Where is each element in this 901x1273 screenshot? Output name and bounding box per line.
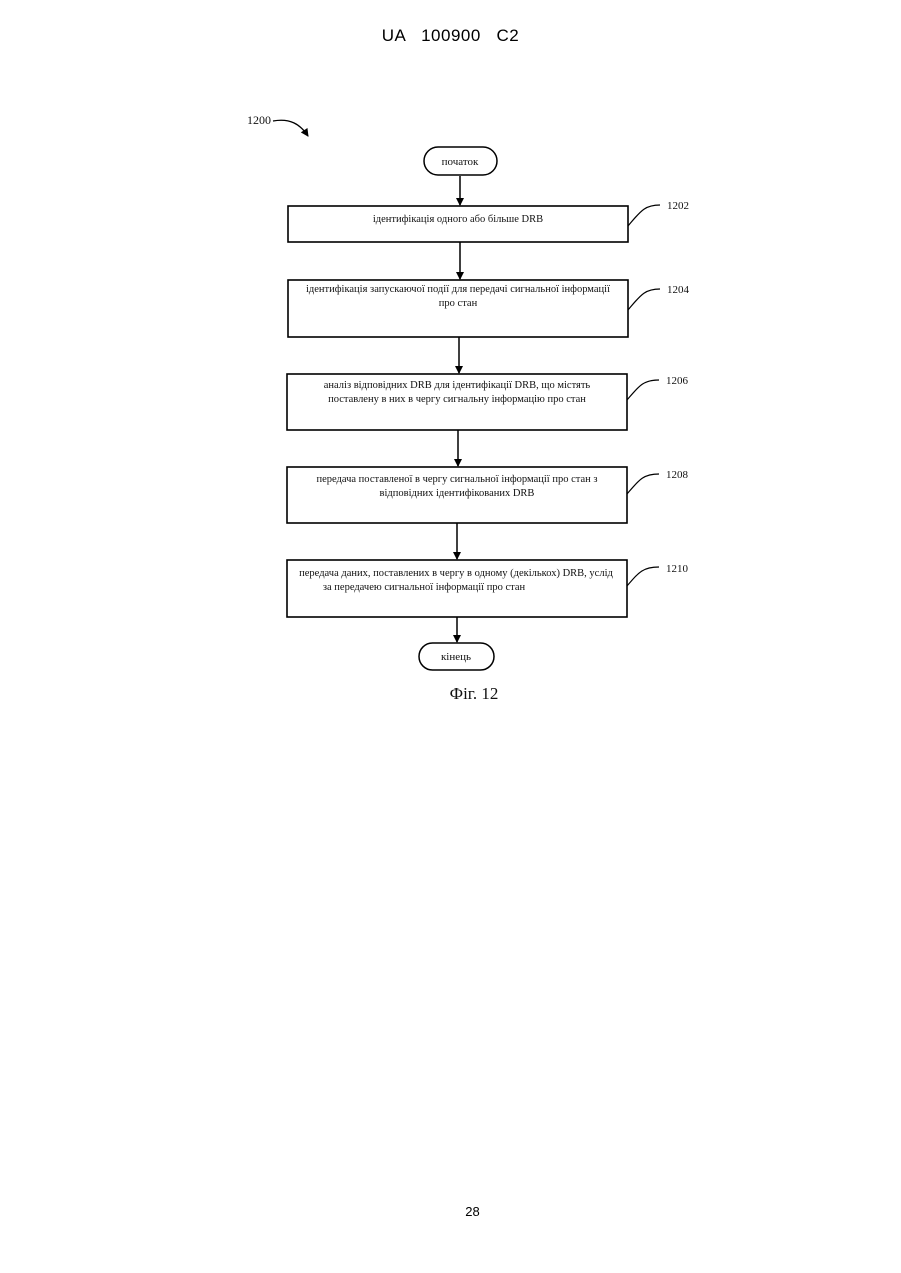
step-ref-number: 1202 (667, 200, 689, 212)
figure-caption: Фіг. 12 (450, 684, 499, 703)
process-step-1202: ідентифікація одного або більше DRB 1202 (288, 200, 689, 242)
step-text: відповідних ідентифікованих DRB (380, 488, 535, 499)
figure-ref-arrow (273, 120, 308, 136)
step-text: за передачею сигнальної інформації про с… (323, 582, 526, 593)
step-text: про стан (439, 298, 478, 309)
process-step-1206: аналіз відповідних DRB для ідентифікації… (287, 374, 689, 430)
start-terminal: початок (424, 147, 497, 175)
step-text: ідентифікація запускаючої події для пере… (306, 284, 610, 295)
step-ref-number: 1208 (666, 469, 689, 481)
end-terminal: кінець (419, 643, 494, 670)
step-ref-number: 1204 (667, 284, 690, 296)
process-step-1208: передача поставленої в чергу сигнальної … (287, 467, 689, 523)
step-leader-line (628, 289, 660, 310)
figure-ref-label: 1200 (247, 113, 271, 127)
step-text: передача поставленої в чергу сигнальної … (316, 474, 597, 485)
step-text: поставлену в них в чергу сигнальну інфор… (328, 394, 586, 405)
step-text: передача даних, поставлених в чергу в од… (299, 568, 613, 579)
step-leader-line (627, 474, 659, 494)
step-text: аналіз відповідних DRB для ідентифікації… (324, 380, 591, 391)
step-text: ідентифікація одного або більше DRB (373, 214, 543, 225)
process-step-1204: ідентифікація запускаючої події для пере… (288, 280, 690, 337)
step-leader-line (628, 205, 660, 226)
page-number: 28 (0, 1204, 901, 1219)
step-ref-number: 1206 (666, 375, 689, 387)
step-ref-number: 1210 (666, 563, 689, 575)
step-leader-line (627, 567, 659, 586)
end-label: кінець (441, 651, 471, 663)
start-label: початок (442, 156, 479, 168)
process-step-1210: передача даних, поставлених в чергу в од… (287, 560, 689, 617)
step-leader-line (627, 380, 659, 400)
